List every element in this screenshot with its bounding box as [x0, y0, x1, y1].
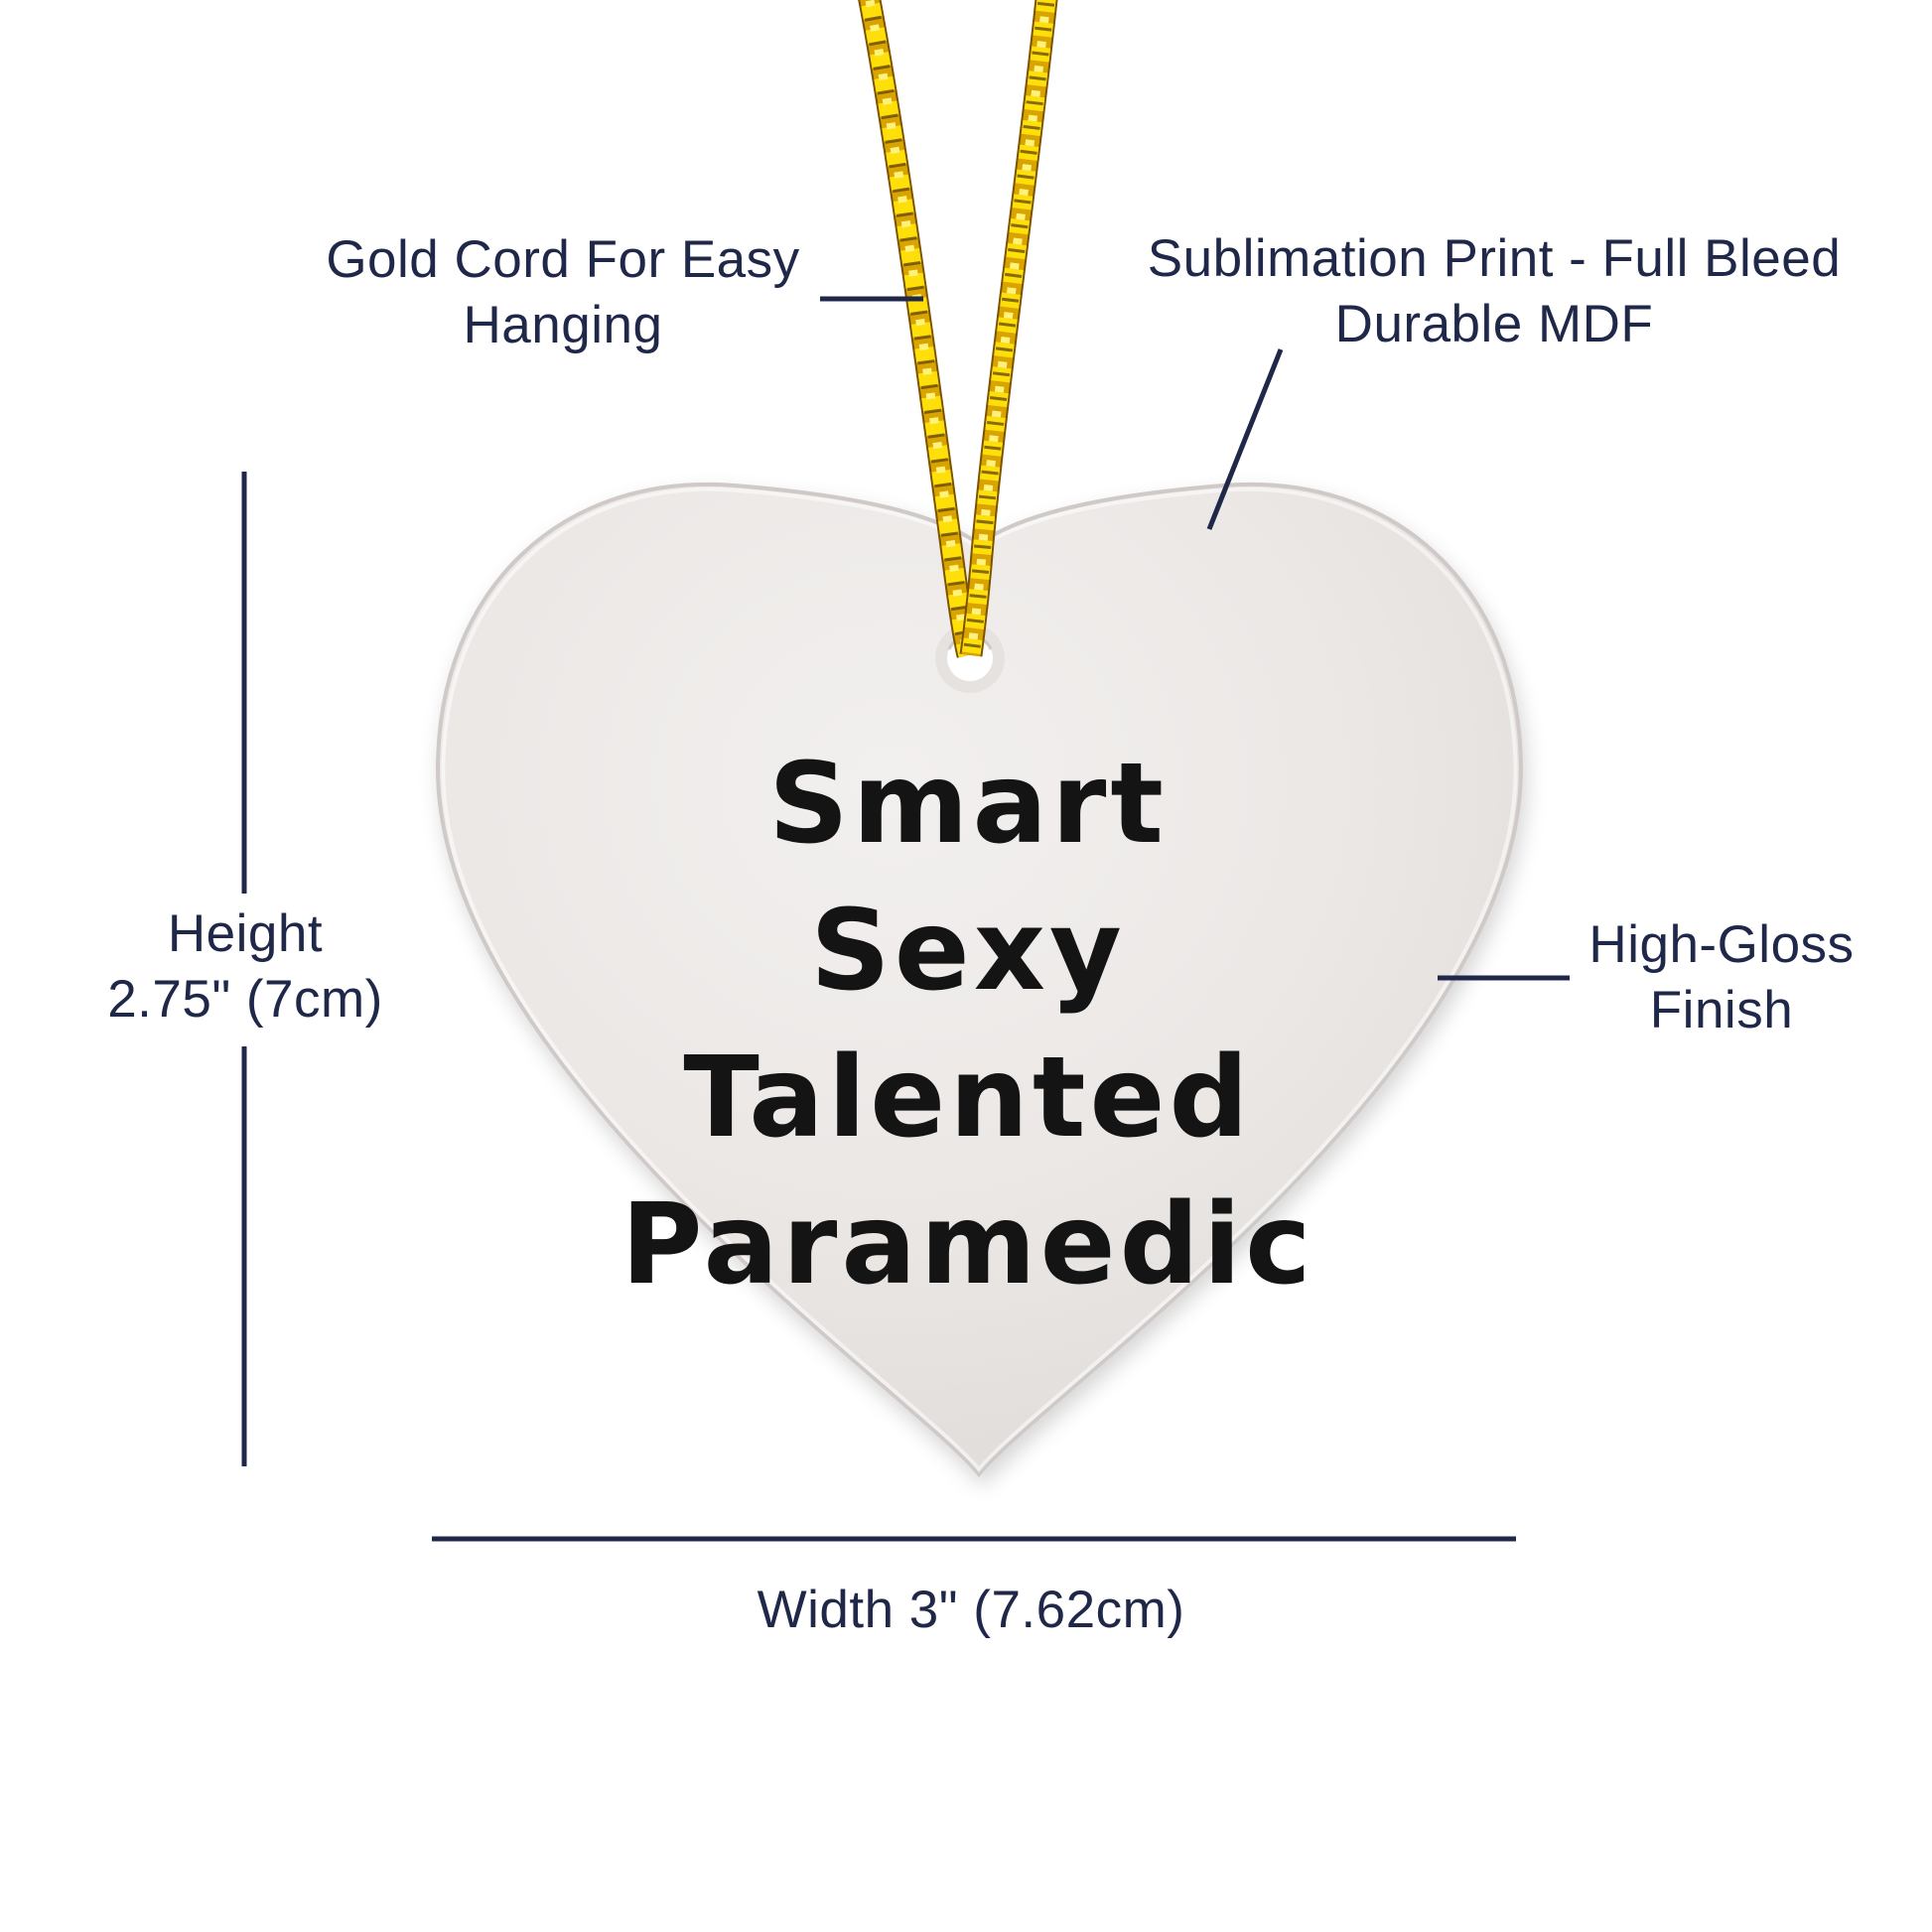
height-annotation: Height 2.75" (7cm): [107, 901, 383, 1033]
print-annotation-line1: Sublimation Print - Full Bleed: [1147, 229, 1842, 288]
print-annotation: Sublimation Print - Full Bleed Durable M…: [1148, 226, 1841, 357]
cord-annotation-line2: Hanging: [463, 296, 663, 354]
gloss-annotation-line2: Finish: [1649, 981, 1794, 1039]
height-annotation-line2: 2.75" (7cm): [107, 970, 383, 1029]
ornament-text-line: Smart: [768, 740, 1168, 869]
cord-annotation-line1: Gold Cord For Easy: [326, 230, 800, 289]
gloss-annotation: High-Gloss Finish: [1588, 912, 1854, 1043]
ornament-text-line: Talented: [683, 1034, 1253, 1163]
gloss-annotation-line1: High-Gloss: [1588, 915, 1855, 974]
cord-annotation: Gold Cord For Easy Hanging: [326, 227, 799, 358]
gold-cord-left-strand: [858, 0, 980, 658]
ornament-text-line: Sexy: [810, 887, 1126, 1016]
height-annotation-line1: Height: [167, 904, 324, 963]
ornament-text-line: Paramedic: [621, 1180, 1315, 1310]
ornament-printed-text: Smart Sexy Talented Paramedic: [521, 731, 1415, 1318]
print-leader-line: [1206, 348, 1284, 530]
width-annotation-label: Width 3" (7.62cm): [757, 1581, 1185, 1639]
gold-cord-right-strand: [959, 0, 1058, 657]
width-annotation: Width 3" (7.62cm): [758, 1578, 1185, 1643]
print-annotation-line2: Durable MDF: [1334, 295, 1654, 353]
